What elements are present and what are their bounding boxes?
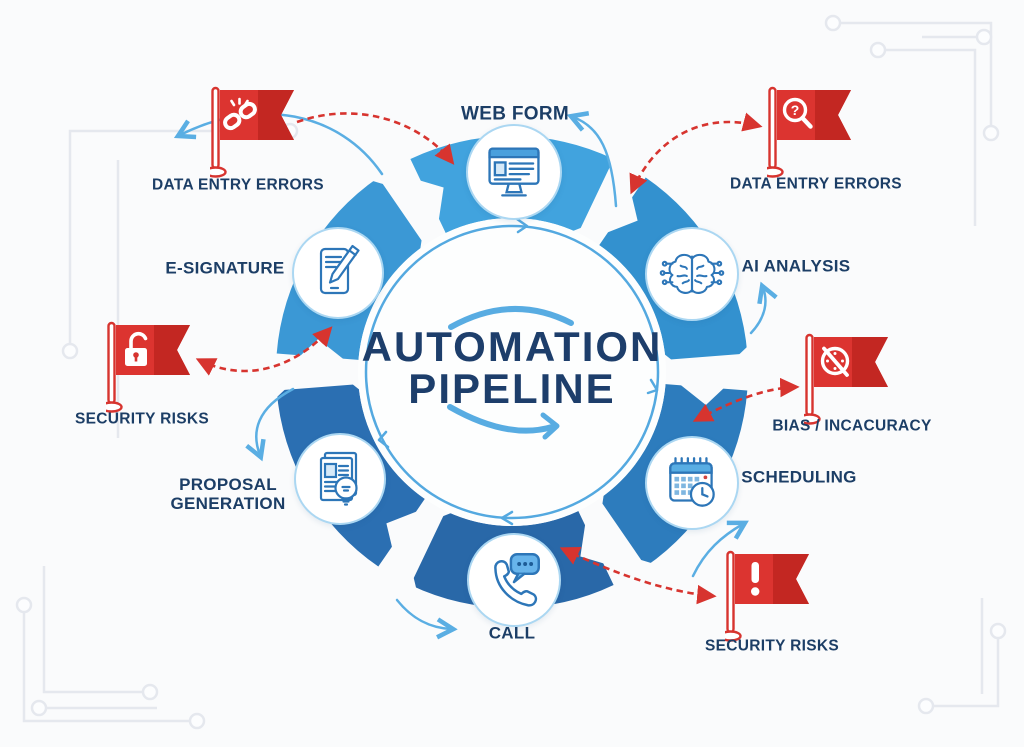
risk-arrows [195, 112, 800, 605]
flow-arrow-to-web-form-label [573, 117, 618, 208]
flag-pole [805, 333, 814, 417]
diagram-title: AUTOMATION PIPELINE [362, 326, 663, 410]
magnifier-question-icon: ? [782, 97, 813, 129]
ring-chevron-arrow [386, 499, 453, 593]
ring-chevron-arrow [371, 167, 444, 252]
ring-chevron-arrow [571, 151, 638, 245]
risk-flag-label-bias-inaccuracy: BIAS / INCACURACY [772, 417, 932, 435]
flag-banner-fold [773, 554, 809, 604]
monitor-form-icon [488, 147, 540, 197]
risk-arrow-data-entry-errors-left [296, 112, 455, 165]
risk-flag-security-risks-left [100, 321, 202, 420]
risk-flag-data-entry-errors-top-left [204, 86, 306, 185]
risk-arrow-data-entry-errors-right [629, 112, 763, 195]
node-label-ai-analysis: AI ANALYSIS [741, 256, 851, 276]
flag-pole [726, 550, 735, 634]
node-label-e-signature: E-SIGNATURE [165, 258, 285, 278]
flow-arrow-to-data-entry-errors-left [180, 112, 384, 176]
node-label-call: CALL [488, 623, 536, 643]
risk-flag-label-data-entry-errors-top-left: DATA ENTRY ERRORS [152, 176, 324, 194]
document-lightbulb-icon [319, 451, 358, 506]
node-scheduling [645, 436, 739, 530]
cycle-arc-top [448, 306, 574, 330]
node-call [467, 533, 561, 627]
node-label-scheduling: SCHEDULING [741, 467, 857, 487]
cycle-arc-bottom [447, 404, 555, 434]
flag-banner-fold [815, 90, 851, 140]
circuit-decoration-top-right [824, 14, 1000, 226]
inner-cycle-circle [364, 224, 660, 520]
flag-banner-fold [258, 90, 294, 140]
flag-base [204, 166, 227, 178]
title-line-2: PIPELINE [408, 365, 616, 412]
tablet-pen-icon [319, 244, 360, 295]
flag-banner-fold [154, 325, 190, 375]
calendar-clock-icon [669, 457, 715, 507]
brain-circuit-icon [659, 253, 725, 294]
flow-arrow-to-ai-analysis-label [749, 288, 765, 335]
risk-flag-label-data-entry-errors-top-right: DATA ENTRY ERRORS [730, 175, 902, 193]
open-padlock-icon [125, 331, 148, 366]
flag-banner-fold [852, 337, 888, 387]
flow-arrow-to-call-node [395, 598, 451, 629]
svg-text:?: ? [791, 102, 800, 118]
exclamation-icon [751, 562, 760, 596]
risk-flag-label-security-risks-bottom: SECURITY RISKS [705, 637, 839, 655]
broken-link-icon [223, 97, 257, 131]
node-ai-analysis [645, 227, 739, 321]
circuit-decoration-bottom-right [917, 598, 1007, 715]
risk-flag-data-entry-errors-top-right: ? [761, 86, 863, 185]
phone-chat-icon [494, 552, 540, 607]
flag-pole [768, 86, 777, 170]
inner-cycle-arrowheads [377, 217, 659, 526]
cycle-arc-bottom-arrowhead [540, 412, 560, 440]
node-e-signature [292, 227, 384, 319]
node-label-proposal-generation: PROPOSAL GENERATION [170, 474, 286, 513]
risk-flag-security-risks-bottom [719, 550, 821, 649]
circuit-decoration-bottom-left [15, 566, 206, 730]
center-cycle-arrows [447, 306, 574, 440]
node-web-form [466, 124, 562, 220]
crossed-clock-icon [820, 346, 850, 377]
flag-pole [211, 86, 220, 170]
flow-arrow-to-proposal-label [256, 387, 295, 455]
risk-flag-label-security-risks-left: SECURITY RISKS [75, 410, 209, 428]
node-proposal-generation [294, 433, 386, 525]
inner-hub-disc [358, 218, 666, 526]
flag-pole [107, 321, 116, 405]
node-label-web-form: WEB FORM [461, 103, 569, 125]
risk-flag-bias-inaccuracy [798, 333, 900, 432]
title-line-1: AUTOMATION [361, 323, 663, 370]
risk-arrow-bias-inaccuracy [692, 377, 800, 422]
